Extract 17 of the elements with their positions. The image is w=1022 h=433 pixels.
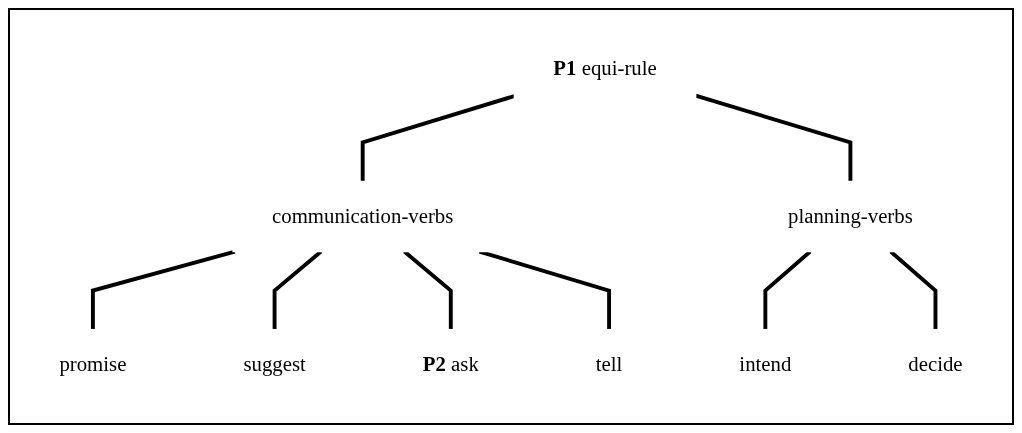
node-text: suggest <box>243 352 306 376</box>
node-text: promise <box>59 352 127 376</box>
node-text: planning-verbs <box>788 204 913 227</box>
node-text: decide <box>908 352 963 376</box>
node-text: P1 equi-rule <box>553 56 657 79</box>
connector <box>360 94 515 182</box>
connector <box>478 249 612 330</box>
connector <box>272 250 323 330</box>
node-text: intend <box>739 352 792 376</box>
node-text: P2 ask <box>422 352 479 376</box>
connector <box>90 249 236 330</box>
connector <box>695 93 853 182</box>
connector <box>889 250 938 330</box>
node-text: communication-verbs <box>272 204 454 227</box>
node-text: tell <box>595 352 623 376</box>
connector <box>403 250 453 330</box>
connector <box>763 250 812 330</box>
